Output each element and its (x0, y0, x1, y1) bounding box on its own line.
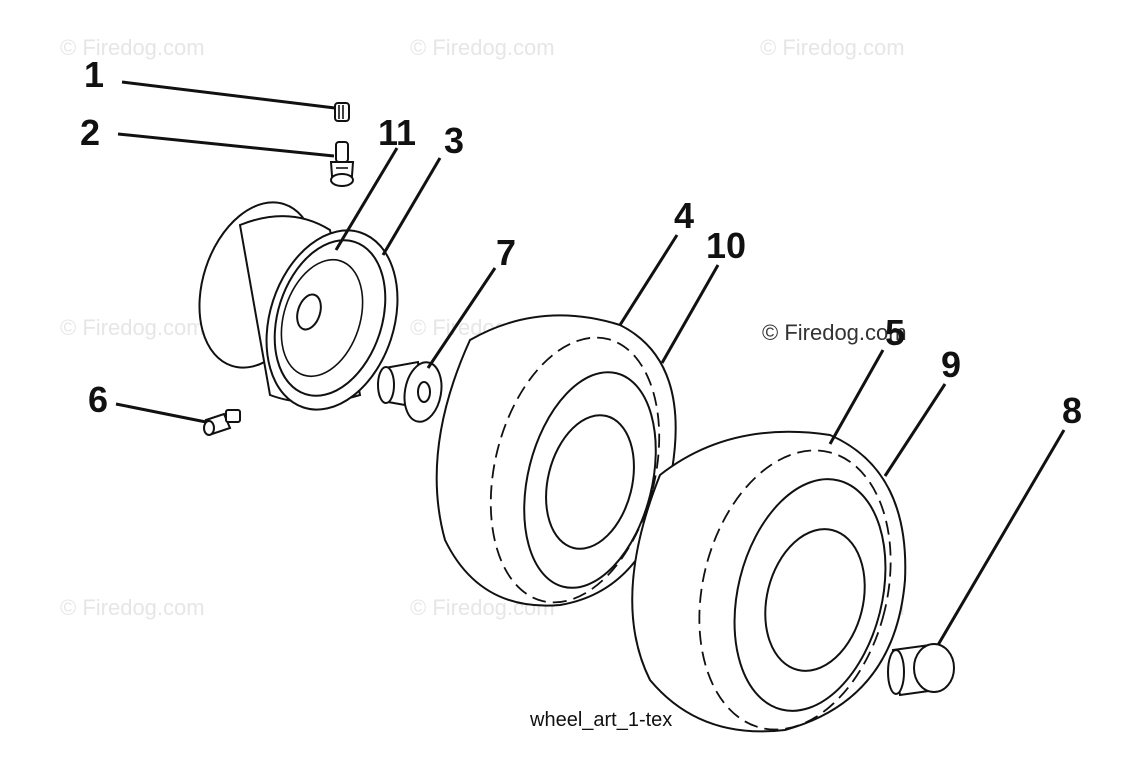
watermark: © Firedog.com (410, 35, 555, 60)
hub-cap-part (887, 643, 955, 697)
watermark-prominent: © Firedog.com (762, 320, 907, 345)
callout-5: 5 (885, 312, 905, 353)
watermark: © Firedog.com (60, 315, 205, 340)
watermark: © Firedog.com (760, 35, 905, 60)
grease-fitting-part (203, 409, 241, 436)
watermark: © Firedog.com (60, 35, 205, 60)
bushing-part (377, 360, 443, 423)
valve-cap-part (334, 102, 350, 122)
callout-2: 2 (80, 112, 100, 153)
callout-labels: 1 2 11 3 7 4 10 5 9 8 6 (80, 54, 1082, 431)
watermark: © Firedog.com (60, 595, 205, 620)
diagram-caption: wheel_art_1-tex (529, 709, 672, 731)
callout-8: 8 (1062, 390, 1082, 431)
leader-lines (115, 80, 1066, 646)
callout-1: 1 (84, 54, 104, 95)
callout-11: 11 (378, 112, 416, 153)
callout-3: 3 (444, 120, 464, 161)
rear-tire-part (631, 430, 907, 733)
callout-9: 9 (941, 344, 961, 385)
front-tire-part (435, 314, 677, 607)
valve-stem-part (329, 141, 355, 187)
callout-6: 6 (88, 379, 108, 420)
callout-7: 7 (496, 232, 516, 273)
callout-10: 10 (706, 225, 746, 266)
wheel-rim-part (198, 201, 399, 411)
callout-4: 4 (674, 195, 694, 236)
